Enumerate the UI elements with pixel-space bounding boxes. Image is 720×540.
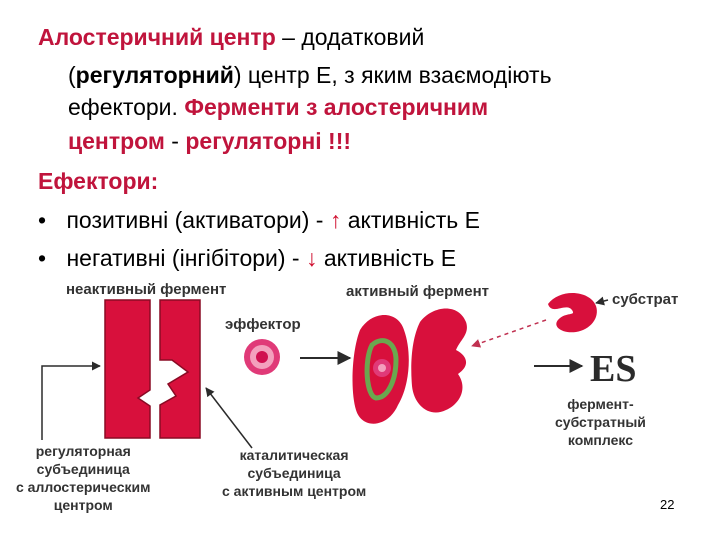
catalytic-subunit-shape [159, 299, 201, 439]
bullet-marker: • [38, 207, 47, 233]
effectors-heading: Ефектори: [38, 168, 159, 194]
definition-line-2: (регуляторний) центр Е, з яким взаємодію… [68, 60, 552, 90]
catalytic-pointer [205, 387, 253, 449]
substrate-label: субстрат [612, 291, 679, 308]
allosteric-center-term: Алостеричний центр [38, 24, 276, 50]
substrate-dashed-arrow [471, 319, 547, 348]
paren-open: ( [68, 62, 76, 88]
arrow-down-icon: ↓ [305, 245, 318, 271]
substrate-shape [548, 292, 597, 333]
bullet-marker: • [38, 245, 47, 271]
es-label: ES [590, 348, 637, 390]
effector-shape [244, 339, 280, 375]
definition-line-2-rest: ) центр Е, з яким взаємодіють [233, 62, 552, 88]
arrow-up-icon: ↑ [329, 207, 342, 233]
substrate-pointer [595, 296, 609, 306]
bullet-positive: • позитивні (активатори) - ↑ активність … [38, 205, 480, 235]
definition-line-3-plain: ефектори. [68, 94, 185, 120]
inactive-enzyme-label: неактивный фермент [66, 281, 227, 298]
bullet-negative: • негативні (інгібітори) - ↓ активність … [38, 243, 456, 273]
regulatory-subunit-label: регуляторная субъединица с аллостерическ… [16, 443, 151, 513]
regulatory-subunit-shape [104, 299, 151, 439]
bullet-positive-text: позитивні (активатори) - [66, 207, 330, 233]
page-number: 22 [660, 497, 675, 512]
bullet-positive-tail: активність Е [341, 207, 481, 233]
regulatory-term: регуляторний [75, 62, 234, 88]
definition-line-4-bold1: центром [68, 128, 165, 154]
active-enzyme-shape [352, 308, 467, 424]
bullet-negative-tail: активність Е [317, 245, 457, 271]
definition-line-3: ефектори. Ферменти з алостеричним [68, 92, 488, 122]
title-line-1-rest: – додатковий [275, 24, 425, 50]
definition-line-4-dash: - [164, 128, 186, 154]
bullet-negative-text: негативні (інгібітори) - [66, 245, 306, 271]
regulatory-pointer [41, 361, 101, 440]
title-line-1: Алостеричний центр – додатковий [38, 22, 424, 52]
es-complex-label: фермент- субстратный комплекс [555, 396, 646, 448]
catalytic-subunit-label: каталитическая субъединица с активным це… [222, 447, 367, 499]
definition-line-3-bold: Ферменти з алостеричним [184, 94, 489, 120]
definition-line-4-bold2: регуляторні !!! [185, 128, 352, 154]
effector-label: эффектор [225, 316, 301, 333]
definition-line-4: центром - регуляторні !!! [68, 126, 351, 156]
active-enzyme-label: активный фермент [346, 283, 489, 300]
